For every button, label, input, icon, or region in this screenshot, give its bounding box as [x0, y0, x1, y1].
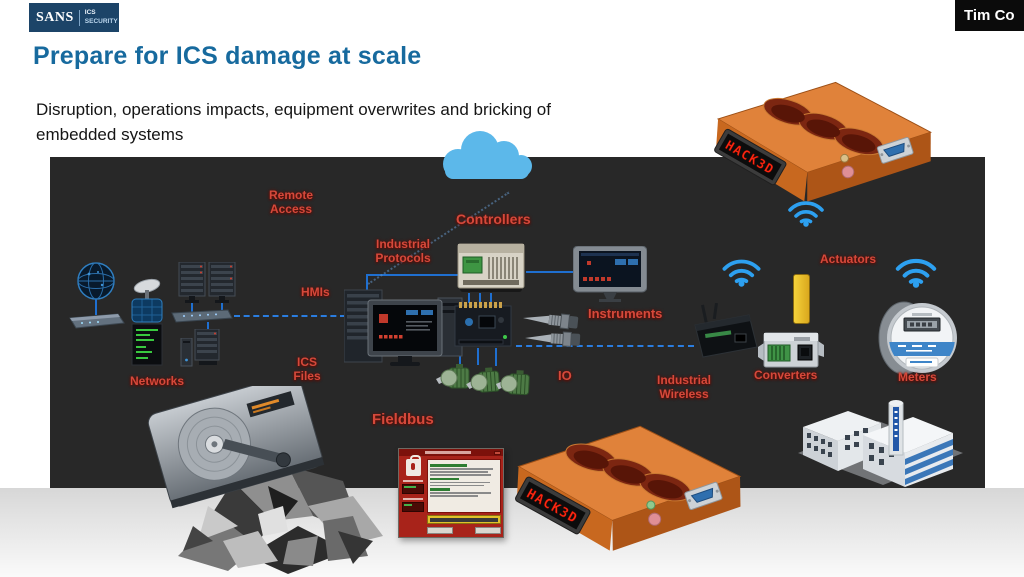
line-networks-to-hmis: [234, 315, 346, 317]
lock-icon: [405, 455, 421, 476]
line-io-motor-3: [495, 348, 497, 366]
server-rack-1: [178, 262, 206, 303]
sans-logo: SANS ICS SECURITY: [29, 3, 119, 32]
brick-vga-port: [684, 481, 723, 511]
close-icon: [494, 450, 501, 455]
line-rack1-switch: [191, 303, 193, 313]
ransomware-window: [398, 448, 504, 538]
label-converters: Converters: [754, 368, 818, 382]
label-io: IO: [558, 368, 572, 383]
wifi-icon-left: [722, 259, 761, 287]
hmi-workstation: [344, 289, 463, 366]
logo-divider: [78, 9, 80, 26]
server-rack-2: [208, 262, 236, 303]
line-switch-rack3: [207, 322, 209, 331]
logo-division-line2: SECURITY: [84, 17, 118, 25]
instrument-panel: [573, 246, 647, 302]
motor-1: [436, 364, 470, 389]
line-plc-instruments: [526, 271, 578, 273]
line-plc-io-1: [468, 293, 470, 303]
ransomware-titlebar: [399, 449, 503, 456]
motor-3: [495, 370, 530, 396]
wifi-icon-right: [895, 258, 937, 288]
slide-subtitle: Disruption, operations impacts, equipmen…: [36, 98, 551, 147]
router-device: [69, 313, 125, 329]
subtitle-line1: Disruption, operations impacts, equipmen…: [36, 100, 551, 119]
line-globe-router: [95, 299, 97, 315]
shredded-hard-drive: [147, 386, 383, 574]
ransomware-message-area: [427, 459, 501, 513]
line-plc-io-3: [490, 293, 492, 303]
logo-division: ICS SECURITY: [85, 9, 118, 26]
io-board: [454, 302, 512, 347]
line-plc-io-2: [479, 293, 481, 303]
ransomware-buttons: [427, 527, 501, 534]
ransomware-check-payment-button: [427, 527, 453, 534]
actuator-device: [793, 274, 810, 324]
line-io-to-wireless: [516, 345, 694, 347]
label-meters: Meters: [898, 370, 937, 384]
wifi-icon-top: [788, 201, 824, 227]
motor-2: [466, 367, 501, 393]
ransomware-bitcoin-strip: [427, 515, 501, 524]
sans-logo-brand: SANS: [36, 9, 74, 25]
ransomware-title-text: [425, 451, 471, 454]
brick-button-small: [646, 500, 656, 510]
brick-button-small: [840, 153, 849, 163]
line-io-motor-2: [477, 348, 479, 365]
plc-controller: [457, 243, 525, 292]
logo-division-line1: ICS: [84, 9, 96, 17]
hacked-brick-bottom: HACK3D: [515, 425, 742, 551]
label-networks: Networks: [130, 374, 185, 388]
network-switch: [171, 309, 233, 323]
page-title: Prepare for ICS damage at scale: [33, 42, 422, 70]
sensor-probes: [523, 313, 581, 347]
hard-disk-drive: [147, 386, 325, 509]
brick-button-large: [648, 512, 662, 526]
brick-button-large: [841, 165, 855, 179]
satellite-server: [131, 278, 163, 366]
floor-gradient: [0, 488, 1024, 577]
hacked-brick-top: HACK3D: [714, 81, 932, 202]
label-actuators: Actuators: [820, 252, 877, 266]
server-rack-3: [194, 329, 220, 365]
ransomware-timer-label: [403, 480, 423, 482]
ransomware-sidebar: [401, 455, 425, 523]
line-hmi-up: [366, 275, 368, 293]
ransomware-countdown-2: [402, 502, 424, 512]
pc-tower-small: [180, 338, 193, 367]
converter-device: [758, 332, 824, 368]
line-protocols: [366, 274, 462, 276]
facility-building: [798, 400, 963, 487]
ransomware-decrypt-button: [475, 527, 501, 534]
cloud-icon: [443, 131, 532, 179]
ransomware-timer-label: [403, 498, 423, 500]
label-instruments: Instruments: [588, 306, 663, 321]
ransomware-heading: [430, 464, 468, 467]
smart-meter: [878, 301, 957, 375]
label-controllers: Controllers: [456, 211, 531, 227]
line-rack2-switch: [221, 303, 223, 313]
label-fieldbus: Fieldbus: [372, 411, 434, 428]
wireless-access-point: [694, 303, 758, 358]
subtitle-line2: embedded systems: [36, 124, 184, 144]
brick-vga-port: [876, 136, 914, 164]
brick-holes: [565, 443, 692, 502]
ransomware-countdown-1: [402, 484, 424, 494]
globe-icon: [77, 262, 115, 300]
label-hmis: HMIs: [301, 285, 330, 299]
participant-name-tag: Tim Co: [955, 0, 1024, 31]
brick-holes: [763, 97, 884, 156]
